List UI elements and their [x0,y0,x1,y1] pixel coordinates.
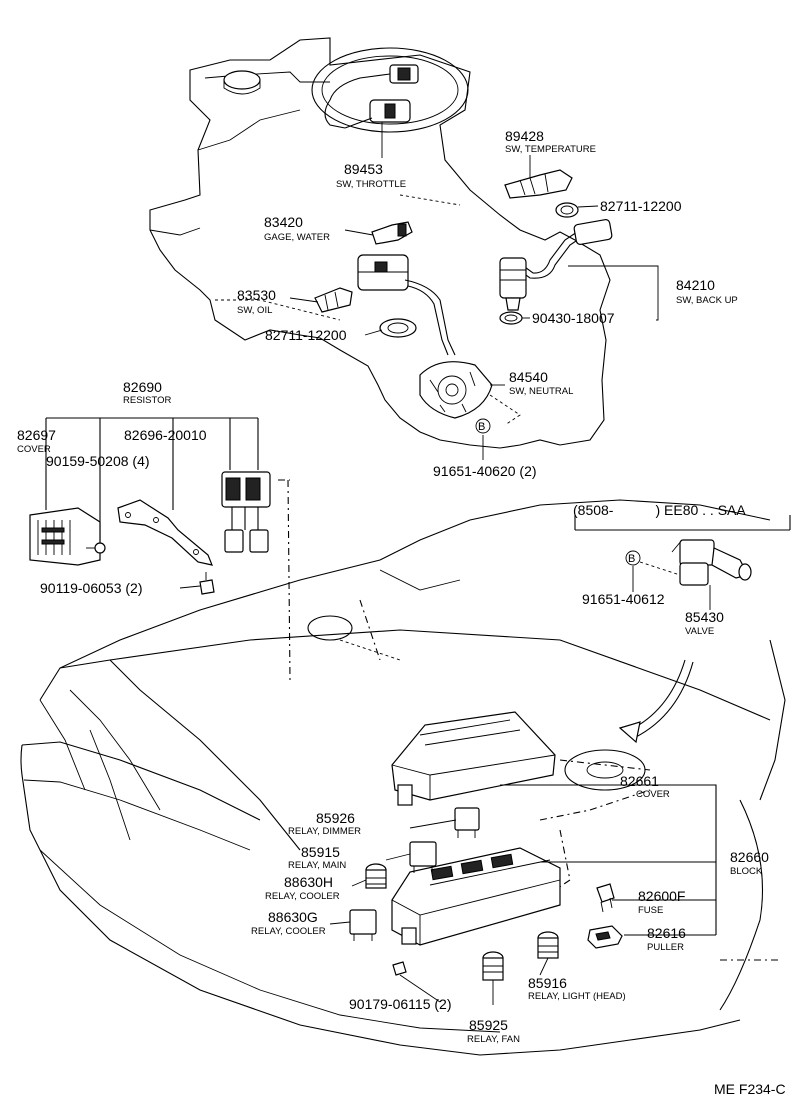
label-84540: 84540 SW, NEUTRAL [509,369,573,397]
label-83420: 83420 GAGE, WATER [264,214,330,243]
part-desc: SW, BACK UP [676,295,738,306]
label-88630G: 88630G RELAY, COOLER [251,909,326,937]
part-desc: COVER [636,789,670,800]
part-desc: FUSE [638,905,663,916]
label-89453: 89453 SW, THROTTLE [336,161,406,190]
label-90179: 90179-06115 (2) [349,996,451,1012]
label-82661: 82661 COVER [620,773,670,800]
part-desc: RELAY, COOLER [265,891,340,902]
part-desc: SW, NEUTRAL [509,386,573,397]
label-89428: 89428 SW, TEMPERATURE [505,128,596,155]
part-number: 82600F [638,888,685,904]
label-84210: 84210 SW, BACK UP [676,277,738,306]
part-desc: RELAY, LIGHT (HEAD) [528,991,626,1002]
part-desc: RELAY, MAIN [288,860,346,871]
part-number: 90179-06115 (2) [349,996,451,1012]
label-82690: 82690 RESISTOR [123,379,172,406]
part-number: 89453 [344,161,383,177]
part-number: 85925 [469,1017,508,1033]
part-desc: RELAY, FAN [467,1034,520,1045]
part-number: 90119-06053 (2) [40,580,142,596]
page-reference: ME F234-C [714,1081,786,1097]
label-85915: 85915 RELAY, MAIN [288,844,346,871]
label-88630H: 88630H RELAY, COOLER [265,874,340,902]
resistor-assembly-drawing [29,417,291,681]
part-number: 91651-40612 [582,591,665,607]
part-number: 90159-50208 (4) [46,453,150,469]
label-91651-a: 91651-40620 (2) [433,463,537,479]
label-82711-top: 82711-12200 [600,198,682,214]
label-82660: 82660 BLOCK [730,849,769,877]
part-number: 82711-12200 [265,327,347,343]
part-number: 85430 [685,609,724,625]
label-82697: 82697 COVER [17,427,56,455]
part-number: 83530 [237,287,276,303]
part-number: 88630H [284,874,333,890]
label-91651-b: 91651-40612 [582,591,665,607]
part-desc: RELAY, DIMMER [288,826,361,837]
applicability-label: (8508- ) EE80 . . SAA [573,502,746,518]
part-number: 83420 [264,214,303,230]
callout-letter: B [628,553,635,565]
label-82711-mid: 82711-12200 [265,327,347,343]
part-desc: VALVE [685,626,714,637]
back-up-switch-drawing [499,219,613,325]
part-number: 88630G [268,909,318,925]
engine-outline [149,37,611,449]
water-gage-drawing [371,221,413,245]
part-desc: SW, TEMPERATURE [505,144,596,155]
valve-drawing [574,515,791,744]
part-number: 89428 [505,128,544,144]
oil-switch-drawing [314,287,353,313]
part-desc: COVER [17,444,51,455]
part-number: 85916 [528,975,567,991]
label-85925: 85925 RELAY, FAN [467,1017,520,1045]
part-desc: GAGE, WATER [264,232,330,243]
label-90159: 90159-50208 (4) [46,453,150,469]
neutral-switch-drawing [357,254,521,434]
part-number: 85915 [301,844,340,860]
part-desc: BLOCK [730,866,763,877]
part-number: 82616 [647,925,686,941]
applicability-text: (8508- ) EE80 . . SAA [573,502,746,518]
part-number: 90430-18007 [532,310,615,326]
part-number: 85926 [316,810,355,826]
label-85430: 85430 VALVE [685,609,724,637]
part-number: 82660 [730,849,769,865]
part-number: 82690 [123,379,162,395]
part-desc: SW, OIL [237,305,272,316]
label-82600F: 82600F FUSE [638,888,685,916]
part-number: 82711-12200 [600,198,682,214]
throttle-switch-drawing [324,64,419,129]
part-desc: RESISTOR [123,395,172,406]
label-85916: 85916 RELAY, LIGHT (HEAD) [528,975,626,1002]
part-number: 84210 [676,277,715,293]
label-85926: 85926 RELAY, DIMMER [288,810,361,837]
leader-lines [179,122,711,1005]
temperature-switch-drawing [504,169,579,218]
label-90430: 90430-18007 [532,310,615,326]
part-number: 91651-40620 (2) [433,463,537,479]
part-number: 82697 [17,427,56,443]
part-number: 82696-20010 [124,427,207,443]
part-desc: PULLER [647,942,684,953]
car-body-outline [20,499,786,1056]
part-number: 82661 [620,773,659,789]
part-number: 84540 [509,369,548,385]
label-90119: 90119-06053 (2) [40,580,142,596]
label-82696: 82696-20010 [124,427,207,443]
relay-block-drawing [349,711,717,981]
callout-letter: B [478,421,485,433]
part-desc: SW, THROTTLE [336,179,406,190]
label-83530: 83530 SW, OIL [237,287,276,316]
part-desc: RELAY, COOLER [251,926,326,937]
label-82616: 82616 PULLER [647,925,686,953]
